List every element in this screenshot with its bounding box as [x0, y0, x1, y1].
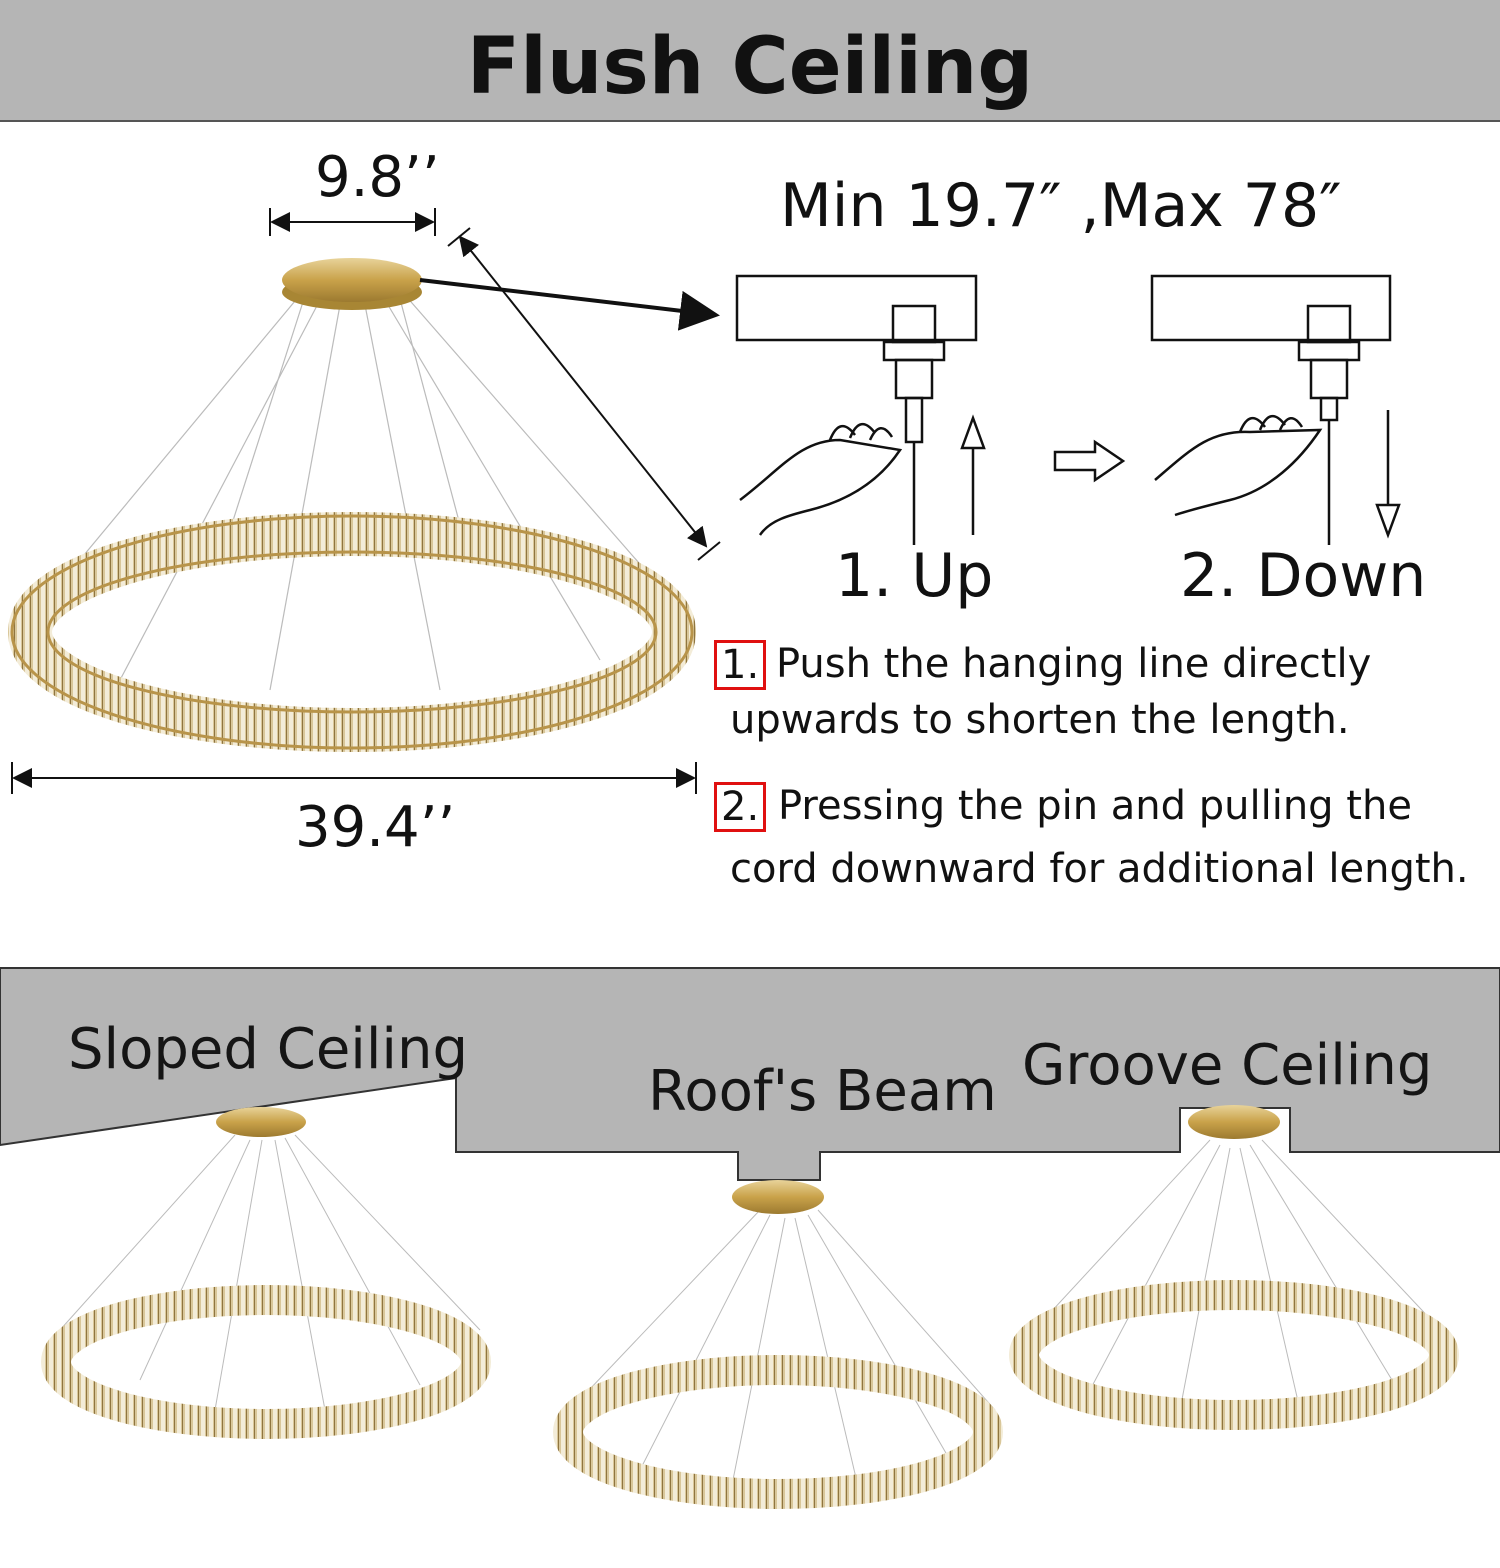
canopy-width-label: 9.8’’: [315, 145, 440, 210]
step-2-number-badge: 2.: [714, 782, 767, 832]
step-down-diagram: [1150, 274, 1401, 545]
step-up-label: 1. Up: [835, 541, 994, 611]
step-1-text-line2: upwards to shorten the length.: [730, 697, 1350, 743]
chandelier-beam: [553, 1180, 1003, 1509]
step-1-text-line1: Push the hanging line directly: [776, 641, 1372, 687]
step-1-number-badge: 1.: [714, 640, 767, 690]
chandelier-groove: [1009, 1105, 1459, 1430]
chandelier-sloped: [41, 1107, 491, 1439]
roofs-beam-label: Roof's Beam: [648, 1059, 997, 1124]
cord-range-label: Min 19.7″ ,Max 78″: [780, 171, 1342, 241]
step-down-label: 2. Down: [1180, 541, 1427, 611]
sloped-ceiling-label: Sloped Ceiling: [68, 1017, 468, 1082]
pointer-arrow: [419, 278, 720, 331]
page-title: Flush Ceiling: [466, 22, 1034, 112]
chandelier-main: [8, 258, 696, 752]
step-up-diagram: [735, 274, 986, 545]
groove-ceiling-label: Groove Ceiling: [1022, 1033, 1433, 1098]
right-arrow-icon: [1053, 439, 1126, 483]
step-2-text-line2: cord downward for additional length.: [730, 846, 1469, 892]
ceiling-shapes: [0, 967, 1500, 1181]
ring-diameter-label: 39.4’’: [295, 795, 456, 860]
title-banner: [0, 0, 1500, 120]
step-2-text-line1: Pressing the pin and pulling the: [778, 783, 1412, 829]
